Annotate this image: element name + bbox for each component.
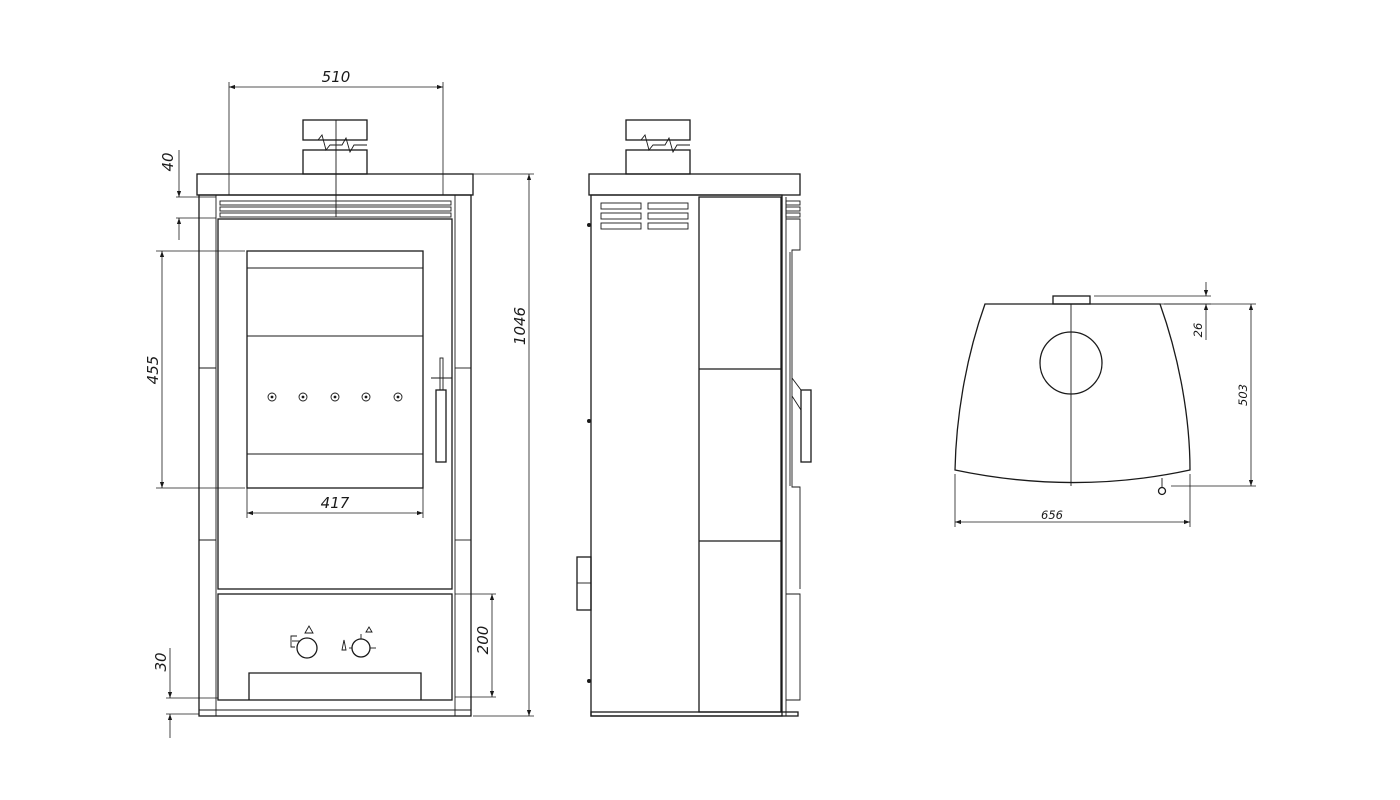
front-flue-pipe xyxy=(302,119,368,196)
dim-front-top-plate-label: 40 xyxy=(159,152,177,171)
front-rivets xyxy=(267,392,403,402)
dim-top-width: 656 xyxy=(954,474,1191,527)
top-view: 656 503 26 xyxy=(954,282,1256,527)
front-ash-drawer xyxy=(217,593,453,701)
side-ceramic-tiles xyxy=(698,196,782,713)
dim-top-flue-offset-label: 26 xyxy=(1191,323,1205,338)
front-vent-slots xyxy=(219,195,452,218)
front-drawer-pull xyxy=(248,672,422,700)
side-top-plate xyxy=(588,173,801,196)
dim-front-top-plate: 40 xyxy=(159,150,216,240)
front-glass-window xyxy=(246,250,424,489)
front-door-frame xyxy=(217,218,453,590)
dim-front-plinth-label: 30 xyxy=(152,652,170,671)
front-view: 510 40 455 417 1046 xyxy=(144,68,534,738)
front-body xyxy=(198,194,472,717)
side-base-plate xyxy=(590,711,799,717)
front-air-knob-left xyxy=(290,625,318,659)
top-outline xyxy=(954,303,1191,484)
top-flue-outlet xyxy=(1039,331,1103,395)
front-top-plate xyxy=(196,173,474,196)
dim-front-plinth: 30 xyxy=(152,648,218,738)
dim-front-ash-drawer-label: 200 xyxy=(474,626,492,655)
dim-front-height: 1046 xyxy=(473,173,534,717)
side-rear-connector xyxy=(576,556,592,611)
dim-front-door-width-label: 417 xyxy=(321,494,350,512)
top-knob xyxy=(1157,478,1167,496)
top-flue-collar xyxy=(1052,295,1091,305)
dim-front-height-label: 1046 xyxy=(511,307,529,345)
front-air-knob-right xyxy=(341,626,376,658)
front-door-handle xyxy=(431,357,452,463)
side-front-profile xyxy=(785,197,801,716)
dim-top-depth-label: 503 xyxy=(1236,384,1250,406)
dim-front-door-height-label: 455 xyxy=(144,356,162,385)
dim-top-flue-offset: 26 xyxy=(1094,282,1211,340)
side-flue-pipe xyxy=(625,119,691,175)
side-door-handle xyxy=(791,377,812,463)
dim-front-width: 510 xyxy=(228,68,444,195)
dim-front-door-height: 455 xyxy=(144,250,245,489)
dim-top-depth: 503 xyxy=(1160,303,1256,487)
dim-top-width-label: 656 xyxy=(1041,508,1063,522)
side-view xyxy=(576,119,812,717)
dim-front-ash-drawer: 200 xyxy=(455,593,496,698)
dim-front-door-width: 417 xyxy=(246,488,424,518)
side-vent-slots xyxy=(600,202,689,230)
side-body xyxy=(590,194,783,717)
dim-front-width-label: 510 xyxy=(322,68,351,86)
